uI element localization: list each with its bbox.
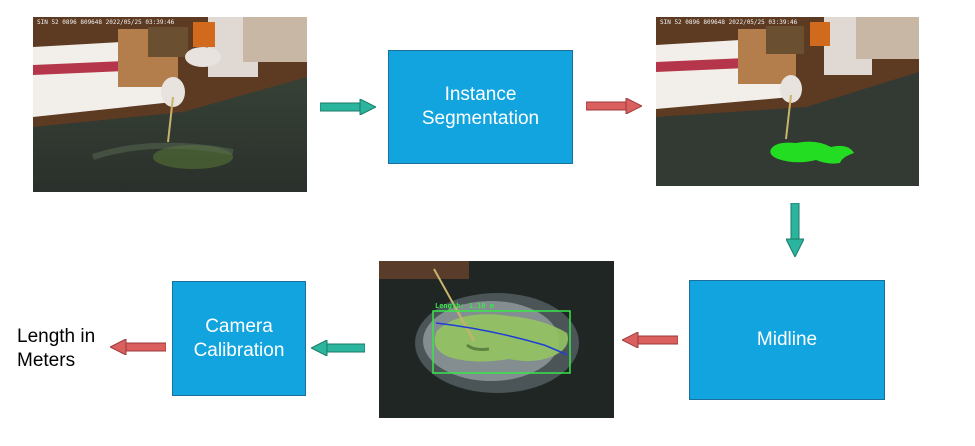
raw-fishing-photo: SIN 52 0896 809648 2022/05/25 03:39:46 <box>33 17 307 192</box>
arrow-down-teal <box>786 203 804 257</box>
output-label: Length in Meters <box>17 326 96 371</box>
instance-segmentation-box: Instance Segmentation <box>388 50 573 164</box>
camera-calibration-box: Camera Calibration <box>172 281 306 396</box>
arrow-left-red <box>622 332 678 348</box>
arrow-right-red <box>586 98 642 114</box>
midline-label: Midline <box>756 329 818 350</box>
arrow-left-red <box>110 339 166 355</box>
instance-segmentation-label: Instance Segmentation <box>421 84 540 129</box>
measurement-label: Length: 1.10 m <box>435 302 495 310</box>
arrow-right-teal <box>320 99 376 115</box>
midline-measurement-photo: Length: 1.10 m <box>379 261 614 418</box>
photo-timestamp: SIN 52 0896 809648 2022/05/25 03:39:46 <box>37 19 175 26</box>
camera-calibration-label: Camera Calibration <box>193 315 285 361</box>
photo-timestamp: SIN 52 0896 809648 2022/05/25 03:39:46 <box>660 19 798 26</box>
arrow-left-teal <box>311 340 365 356</box>
segmented-photo: SIN 52 0896 809648 2022/05/25 03:39:46 <box>656 17 919 186</box>
midline-box: Midline <box>689 280 885 400</box>
